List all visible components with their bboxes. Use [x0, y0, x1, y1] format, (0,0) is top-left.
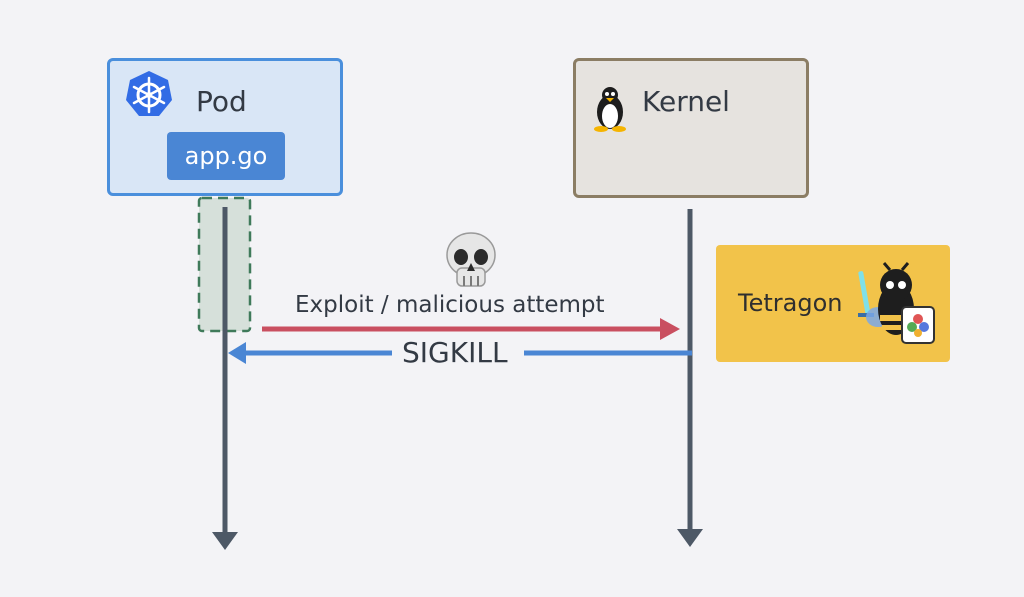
- app-badge: app.go: [167, 132, 285, 180]
- kubernetes-icon: [126, 71, 172, 116]
- kernel-title: Kernel: [642, 85, 730, 118]
- kernel-lifeline-arrowhead: [677, 529, 703, 547]
- tetragon-box: Tetragon: [716, 245, 950, 362]
- exploit-arrowhead: [660, 318, 680, 340]
- tetragon-title: Tetragon: [738, 289, 843, 317]
- skull-icon: [446, 232, 496, 287]
- sigkill-arrowhead: [228, 342, 246, 364]
- pod-lifeline-arrowhead: [212, 532, 238, 550]
- tetragon-bee-icon: [858, 262, 935, 344]
- tux-penguin-icon: [594, 87, 626, 132]
- sigkill-message-label: SIGKILL: [398, 336, 512, 369]
- kernel-box: Kernel: [573, 58, 809, 198]
- pod-title: Pod: [196, 85, 247, 118]
- pod-box: Pod app.go: [107, 58, 343, 196]
- exploit-message-label: Exploit / malicious attempt: [295, 292, 605, 318]
